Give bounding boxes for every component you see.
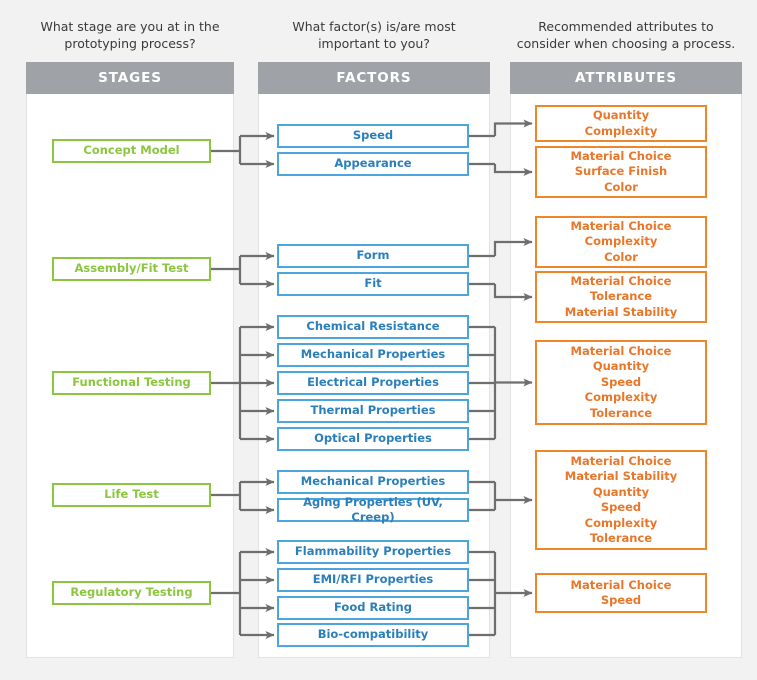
- factor-node-label: Aging Properties (UV, Creep): [303, 494, 443, 525]
- factor-node-emi-rfi-properties[interactable]: EMI/RFI Properties: [277, 568, 469, 592]
- factor-node-label: Thermal Properties: [310, 403, 436, 418]
- factor-node-label: Form: [356, 248, 390, 263]
- question-stages: What stage are you at in the prototyping…: [40, 19, 220, 51]
- attribute-node-label: Material Choice Complexity Color: [570, 218, 672, 264]
- attribute-node-material-choice[interactable]: Material Choice Tolerance Material Stabi…: [535, 271, 707, 323]
- attribute-node-label: Material Choice Speed: [570, 577, 672, 608]
- stage-node-label: Life Test: [104, 487, 159, 502]
- stage-node-functional-testing[interactable]: Functional Testing: [52, 371, 211, 395]
- factor-node-label: Optical Properties: [314, 431, 432, 446]
- attribute-node-label: Material Choice Quantity Speed Complexit…: [570, 343, 672, 420]
- factor-node-mechanical-properties[interactable]: Mechanical Properties: [277, 343, 469, 367]
- attribute-node-label: Material Choice Tolerance Material Stabi…: [564, 273, 678, 319]
- factor-node-aging-properties-uv-creep[interactable]: Aging Properties (UV, Creep): [277, 495, 469, 524]
- header-factors: FACTORS: [258, 62, 490, 94]
- factor-node-mechanical-properties[interactable]: Mechanical Properties: [277, 470, 469, 494]
- attribute-node-label: Material Choice Material Stability Quant…: [564, 453, 678, 546]
- factor-node-thermal-properties[interactable]: Thermal Properties: [277, 399, 469, 423]
- factor-node-label: Electrical Properties: [307, 375, 439, 390]
- factor-node-optical-properties[interactable]: Optical Properties: [277, 427, 469, 451]
- attribute-node-material-choice[interactable]: Material Choice Surface Finish Color: [535, 146, 707, 198]
- attribute-node-label: Material Choice Surface Finish Color: [570, 148, 672, 194]
- factor-node-label: Flammability Properties: [294, 544, 452, 559]
- factor-node-label: Fit: [364, 276, 382, 291]
- factor-node-chemical-resistance[interactable]: Chemical Resistance: [277, 315, 469, 339]
- attribute-node-material-choice[interactable]: Material Choice Quantity Speed Complexit…: [535, 340, 707, 425]
- attribute-node-material-choice[interactable]: Material Choice Material Stability Quant…: [535, 450, 707, 550]
- factor-node-label: Mechanical Properties: [300, 347, 446, 362]
- factor-node-flammability-properties[interactable]: Flammability Properties: [277, 540, 469, 564]
- stage-node-label: Concept Model: [83, 143, 180, 158]
- attribute-node-material-choice[interactable]: Material Choice Speed: [535, 573, 707, 613]
- factor-node-food-rating[interactable]: Food Rating: [277, 596, 469, 620]
- header-stages: STAGES: [26, 62, 234, 94]
- stage-node-label: Assembly/Fit Test: [74, 261, 189, 276]
- question-factors: What factor(s) is/are most important to …: [292, 19, 456, 51]
- attribute-node-material-choice[interactable]: Material Choice Complexity Color: [535, 216, 707, 268]
- stage-node-assembly-fit-test[interactable]: Assembly/Fit Test: [52, 257, 211, 281]
- attribute-node-quantity[interactable]: Quantity Complexity: [535, 105, 707, 142]
- factor-node-appearance[interactable]: Appearance: [277, 152, 469, 176]
- factor-node-label: Speed: [352, 128, 394, 143]
- factor-node-form[interactable]: Form: [277, 244, 469, 268]
- factor-node-electrical-properties[interactable]: Electrical Properties: [277, 371, 469, 395]
- factor-node-label: Food Rating: [334, 600, 412, 615]
- factor-node-label: EMI/RFI Properties: [312, 572, 434, 587]
- factor-node-fit[interactable]: Fit: [277, 272, 469, 296]
- stage-node-life-test[interactable]: Life Test: [52, 483, 211, 507]
- stage-node-concept-model[interactable]: Concept Model: [52, 139, 211, 163]
- question-attributes: Recommended attributes to consider when …: [516, 19, 736, 51]
- attribute-node-label: Quantity Complexity: [584, 108, 658, 138]
- factor-node-bio-compatibility[interactable]: Bio-compatibility: [277, 623, 469, 647]
- header-attributes: ATTRIBUTES: [510, 62, 742, 94]
- stage-node-label: Regulatory Testing: [70, 585, 193, 600]
- factor-node-label: Mechanical Properties: [300, 474, 446, 489]
- factor-node-label: Bio-compatibility: [317, 627, 429, 642]
- factor-node-label: Appearance: [334, 156, 412, 171]
- stage-node-label: Functional Testing: [72, 375, 191, 390]
- factor-node-label: Chemical Resistance: [306, 319, 440, 334]
- stage-node-regulatory-testing[interactable]: Regulatory Testing: [52, 581, 211, 605]
- factor-node-speed[interactable]: Speed: [277, 124, 469, 148]
